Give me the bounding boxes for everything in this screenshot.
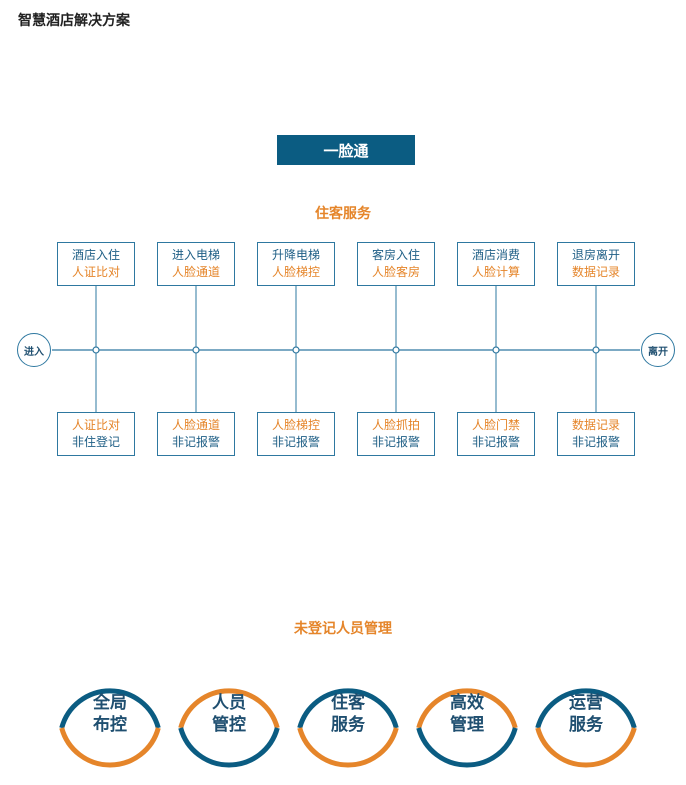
ring-4-line1: 高效 xyxy=(450,693,484,713)
ring-3-bottom-arc xyxy=(297,727,399,768)
ring-2-line1: 人员 xyxy=(212,693,246,713)
top-box-3-line1: 升降电梯 xyxy=(271,248,320,262)
top-box-2-line2: 人脸通道 xyxy=(171,265,220,279)
top-box-3-line2: 人脸梯控 xyxy=(271,265,320,279)
ring-label-4: 高效 管理 xyxy=(417,692,517,736)
ring-5-top-arc xyxy=(535,688,637,729)
axis-node-3 xyxy=(292,346,300,354)
bottom-box-5: 人脸门禁 非记报警 xyxy=(457,412,535,456)
ring-4-line2: 管理 xyxy=(450,715,484,735)
ring-2-line2: 管控 xyxy=(212,715,246,735)
bottom-box-6-line2: 非记报警 xyxy=(571,435,620,449)
exit-circle: 离开 xyxy=(641,333,675,367)
top-box-4-line1: 客房入住 xyxy=(371,248,420,262)
bottom-box-3-line2: 非记报警 xyxy=(271,435,320,449)
ring-4-top-arc xyxy=(416,688,518,729)
top-box-1-line2: 人证比对 xyxy=(71,265,120,279)
bottom-box-5-line2: 非记报警 xyxy=(471,435,520,449)
top-box-1-line1: 酒店入住 xyxy=(71,248,120,262)
bottom-box-3: 人脸梯控 非记报警 xyxy=(257,412,335,456)
ring-label-3: 住客 服务 xyxy=(298,692,398,736)
ring-3-line1: 住客 xyxy=(331,693,365,713)
bottom-box-2-line1: 人脸通道 xyxy=(171,418,220,432)
ring-label-5: 运营 服务 xyxy=(536,692,636,736)
axis-node-6 xyxy=(592,346,600,354)
bottom-box-5-line1: 人脸门禁 xyxy=(471,418,520,432)
ring-4-bottom-arc xyxy=(416,727,518,768)
bottom-box-6: 数据记录 非记报警 xyxy=(557,412,635,456)
top-box-6-line2: 数据记录 xyxy=(571,265,620,279)
bottom-box-3-line1: 人脸梯控 xyxy=(271,418,320,432)
guest-service-title: 住客服务 xyxy=(315,206,371,222)
top-box-5-line1: 酒店消费 xyxy=(471,248,520,262)
ring-1-top-arc xyxy=(59,688,161,729)
ring-2-top-arc xyxy=(178,688,280,729)
ring-1-line1: 全局 xyxy=(93,693,127,713)
bottom-box-4-line1: 人脸抓拍 xyxy=(371,418,420,432)
bottom-box-6-line1: 数据记录 xyxy=(571,418,620,432)
one-face-pass-badge: 一脸通 xyxy=(277,135,415,165)
top-box-2-line1: 进入电梯 xyxy=(171,248,220,262)
top-box-2: 进入电梯 人脸通道 xyxy=(157,242,235,286)
bottom-box-1-line2: 非住登记 xyxy=(71,435,120,449)
bottom-box-4-line2: 非记报警 xyxy=(371,435,420,449)
ring-5-bottom-arc xyxy=(535,727,637,768)
unregistered-mgmt-title: 未登记人员管理 xyxy=(294,621,392,637)
page-title: 智慧酒店解决方案 xyxy=(18,13,130,29)
bottom-box-2: 人脸通道 非记报警 xyxy=(157,412,235,456)
axis-node-5 xyxy=(492,346,500,354)
axis-node-1 xyxy=(92,346,100,354)
entry-circle: 进入 xyxy=(17,333,51,367)
ring-label-1: 全局 布控 xyxy=(60,692,160,736)
ring-1-line2: 布控 xyxy=(93,715,127,735)
ring-5-line1: 运营 xyxy=(569,693,603,713)
ring-1-bottom-arc xyxy=(59,727,161,768)
ring-3-top-arc xyxy=(297,688,399,729)
top-box-5: 酒店消费 人脸计算 xyxy=(457,242,535,286)
ring-5-line2: 服务 xyxy=(569,715,603,735)
axis-node-2 xyxy=(192,346,200,354)
ring-2-bottom-arc xyxy=(178,727,280,768)
bottom-box-1-line1: 人证比对 xyxy=(71,418,120,432)
top-box-6-line1: 退房离开 xyxy=(571,248,620,262)
top-box-4-line2: 人脸客房 xyxy=(371,265,420,279)
bottom-box-4: 人脸抓拍 非记报警 xyxy=(357,412,435,456)
bottom-box-2-line2: 非记报警 xyxy=(171,435,220,449)
axis-node-4 xyxy=(392,346,400,354)
top-box-5-line2: 人脸计算 xyxy=(471,265,520,279)
bottom-box-1: 人证比对 非住登记 xyxy=(57,412,135,456)
top-box-4: 客房入住 人脸客房 xyxy=(357,242,435,286)
ring-label-2: 人员 管控 xyxy=(179,692,279,736)
ring-3-line2: 服务 xyxy=(331,715,365,735)
top-box-1: 酒店入住 人证比对 xyxy=(57,242,135,286)
top-box-6: 退房离开 数据记录 xyxy=(557,242,635,286)
top-box-3: 升降电梯 人脸梯控 xyxy=(257,242,335,286)
